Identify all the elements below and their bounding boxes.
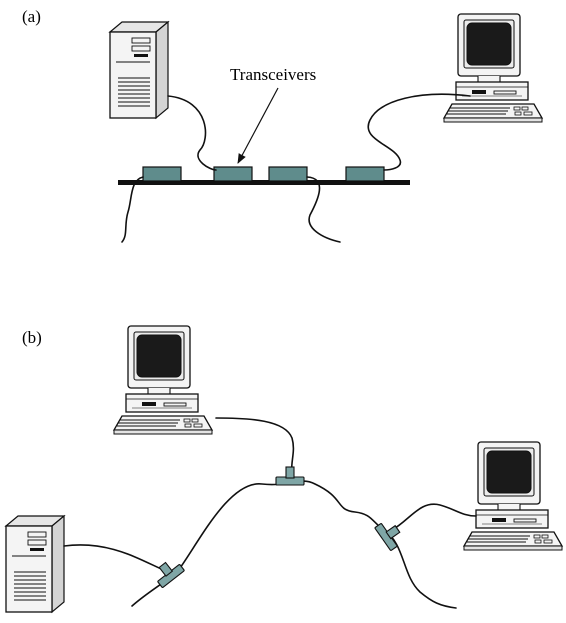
drop-cable — [367, 93, 471, 171]
panel-a-label: (a) — [22, 7, 41, 26]
desktop-computer-icon — [113, 325, 213, 435]
drop-cable — [121, 176, 144, 243]
panel-b-label: (b) — [22, 328, 42, 347]
panel-b: (b) — [5, 325, 563, 613]
transceiver — [213, 166, 253, 182]
t-connector — [157, 561, 185, 588]
t-connector — [275, 466, 305, 486]
coax-cable — [131, 480, 457, 609]
panel-a: (a) Transceivers — [22, 7, 543, 243]
server-tower-icon — [5, 515, 65, 613]
transceiver — [142, 166, 182, 182]
server-tower-icon — [109, 21, 169, 119]
t-connector — [374, 523, 401, 551]
drop-cable — [306, 176, 341, 243]
desktop-computer-icon — [463, 441, 563, 551]
bus-cable — [118, 180, 410, 185]
transceivers-callout: Transceivers — [230, 65, 316, 84]
transceiver — [345, 166, 385, 182]
callout-arrow — [237, 87, 279, 164]
drop-cable — [391, 503, 477, 531]
drop-cable — [215, 417, 295, 477]
transceiver — [268, 166, 308, 182]
drop-cable — [167, 95, 217, 171]
desktop-computer-icon — [443, 13, 543, 123]
drop-cable — [63, 544, 169, 573]
